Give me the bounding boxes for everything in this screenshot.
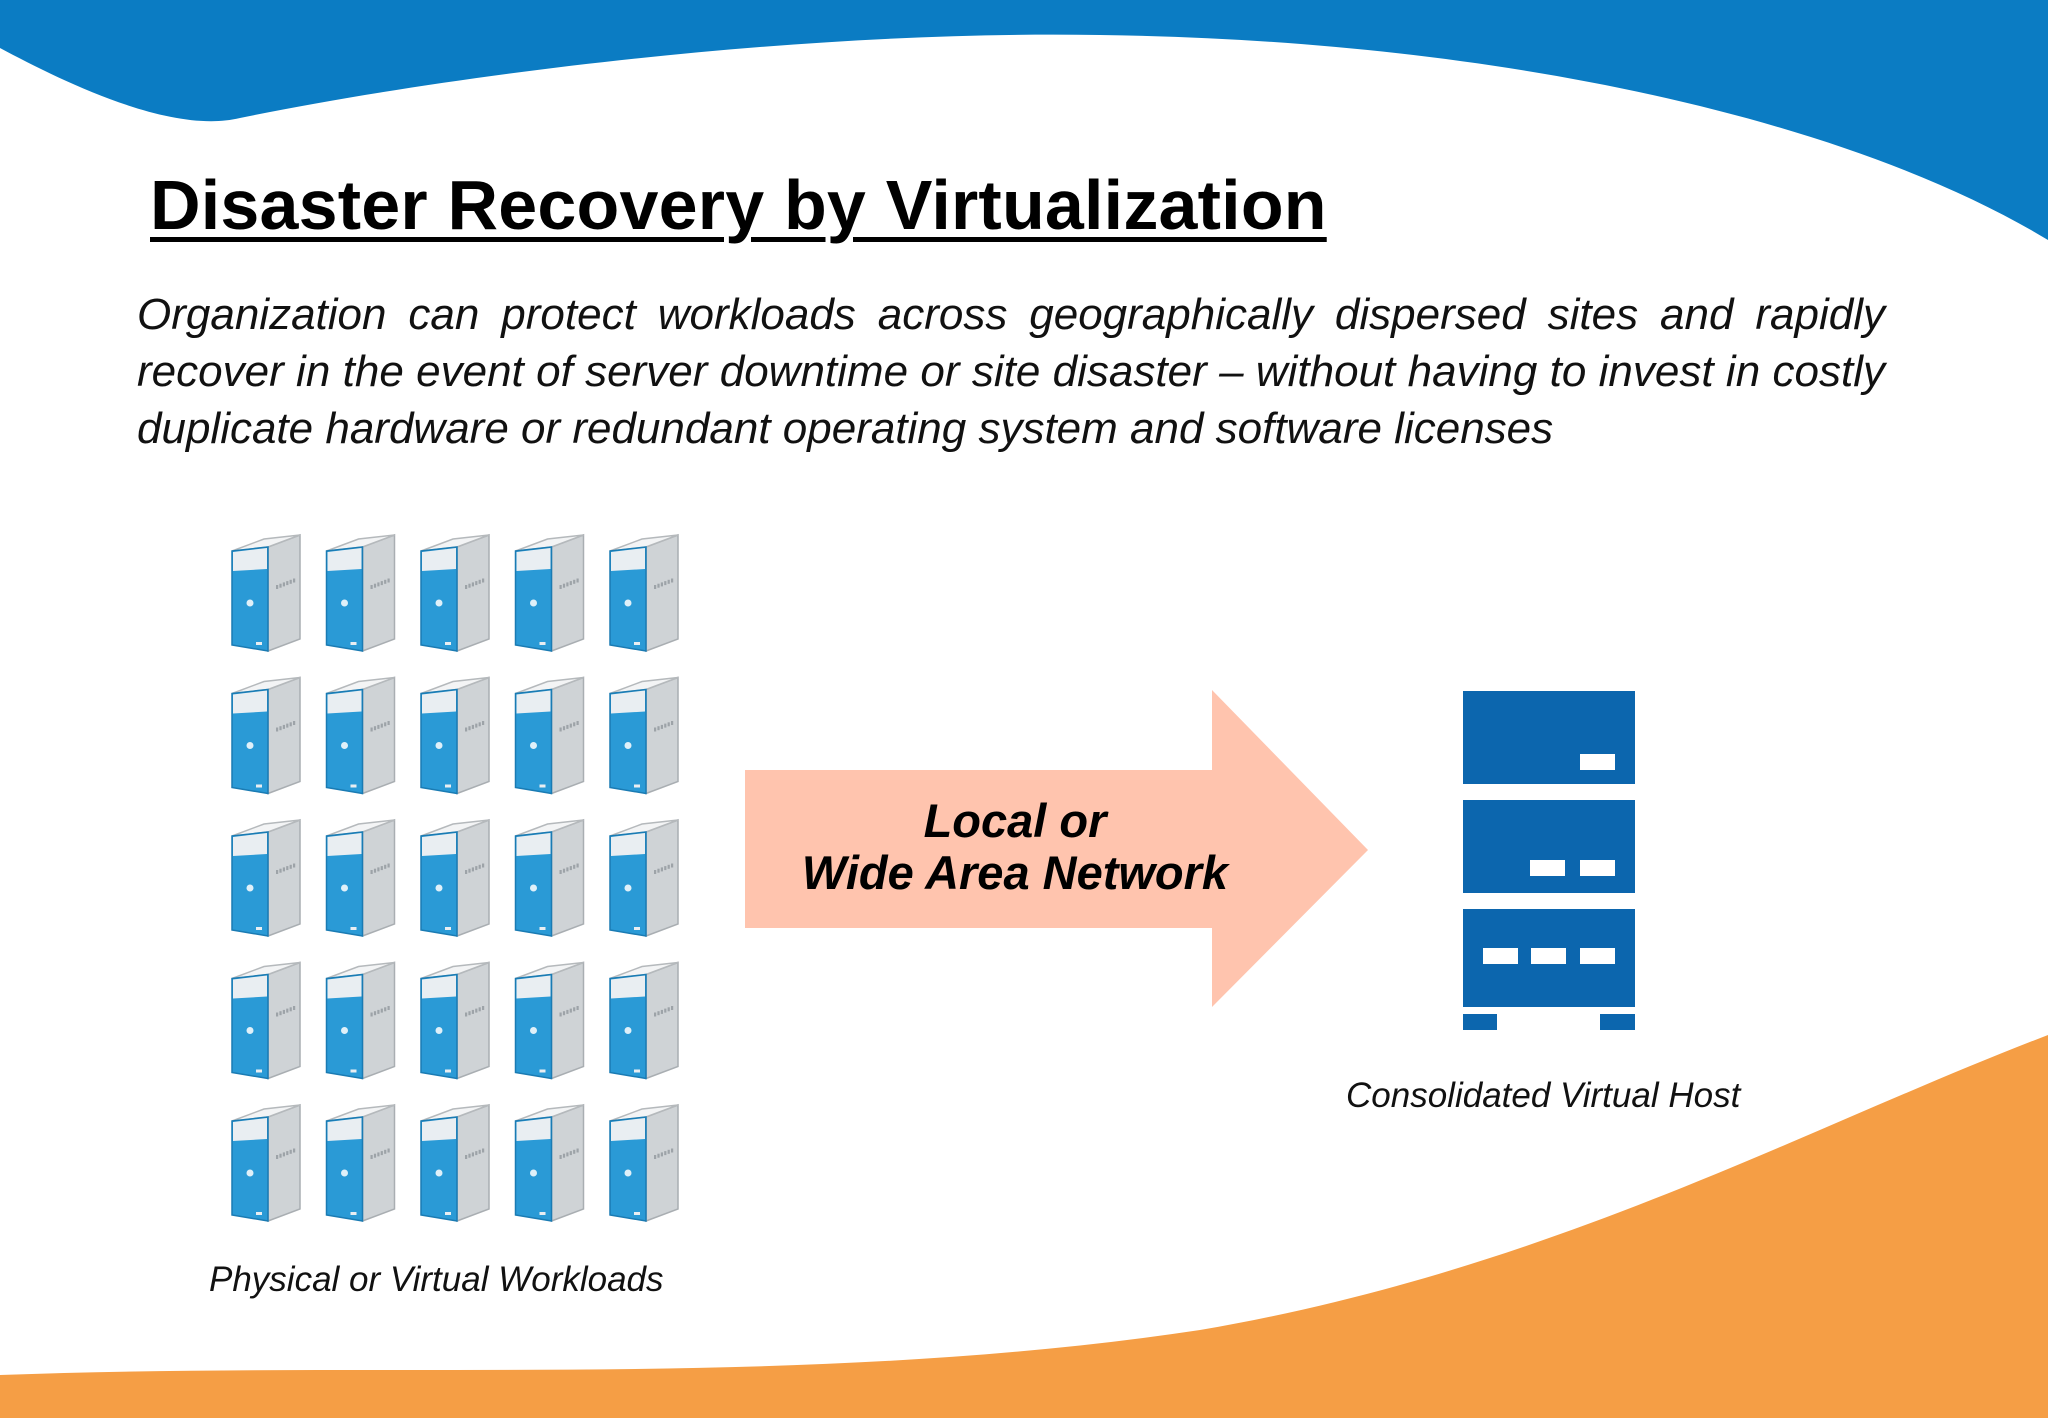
tower-server-icon [514,676,585,795]
rack-light [1580,948,1615,964]
tower-server-icon [420,533,490,653]
rack-unit-top [1463,691,1635,784]
tower-server-icon [514,533,585,653]
tower-server-icon [514,1103,585,1223]
tower-server-icon [231,676,301,795]
rack-foot-left [1463,1014,1497,1030]
tower-server-icon [231,1103,301,1223]
rack-light [1483,948,1518,964]
tower-server-icon [231,961,301,1080]
virtual-host-caption: Consolidated Virtual Host [1346,1076,1741,1115]
tower-server-icon [231,818,301,938]
rack-light [1580,754,1615,770]
network-arrow-label: Local or Wide Area Network [745,795,1285,899]
rack-light [1531,948,1566,964]
network-label-line1: Local or [923,794,1107,847]
workloads-caption: Physical or Virtual Workloads [209,1260,664,1299]
tower-server-icon [609,1103,679,1223]
tower-server-icon [420,1103,490,1223]
tower-server-icon [325,533,396,653]
tower-server-icon [514,818,585,938]
bottom-orange-wave [0,1035,2048,1418]
rack-light [1530,860,1565,876]
description-paragraph: Organization can protect workloads acros… [137,290,1885,453]
tower-server-icon [420,818,490,938]
tower-server-icon [231,533,301,653]
rack-light [1580,860,1615,876]
rack-unit-middle [1463,800,1635,893]
tower-server-icon [609,961,679,1080]
tower-server-icon [420,961,490,1080]
tower-server-icon [609,533,679,653]
tower-server-icon [514,961,585,1080]
tower-server-icon [325,961,396,1080]
tower-server-icon [609,818,679,938]
tower-server-icon [325,818,396,938]
rack-foot-right [1600,1014,1635,1030]
network-arrow-shape [745,690,1368,1007]
tower-server-icon [609,676,679,795]
network-label-line2: Wide Area Network [801,846,1229,899]
tower-server-icon [420,676,490,795]
top-blue-wave [0,0,2048,240]
tower-server-icon [325,1103,396,1223]
tower-server-icon [325,676,396,795]
page-title: Disaster Recovery by Virtualization [150,166,1327,244]
